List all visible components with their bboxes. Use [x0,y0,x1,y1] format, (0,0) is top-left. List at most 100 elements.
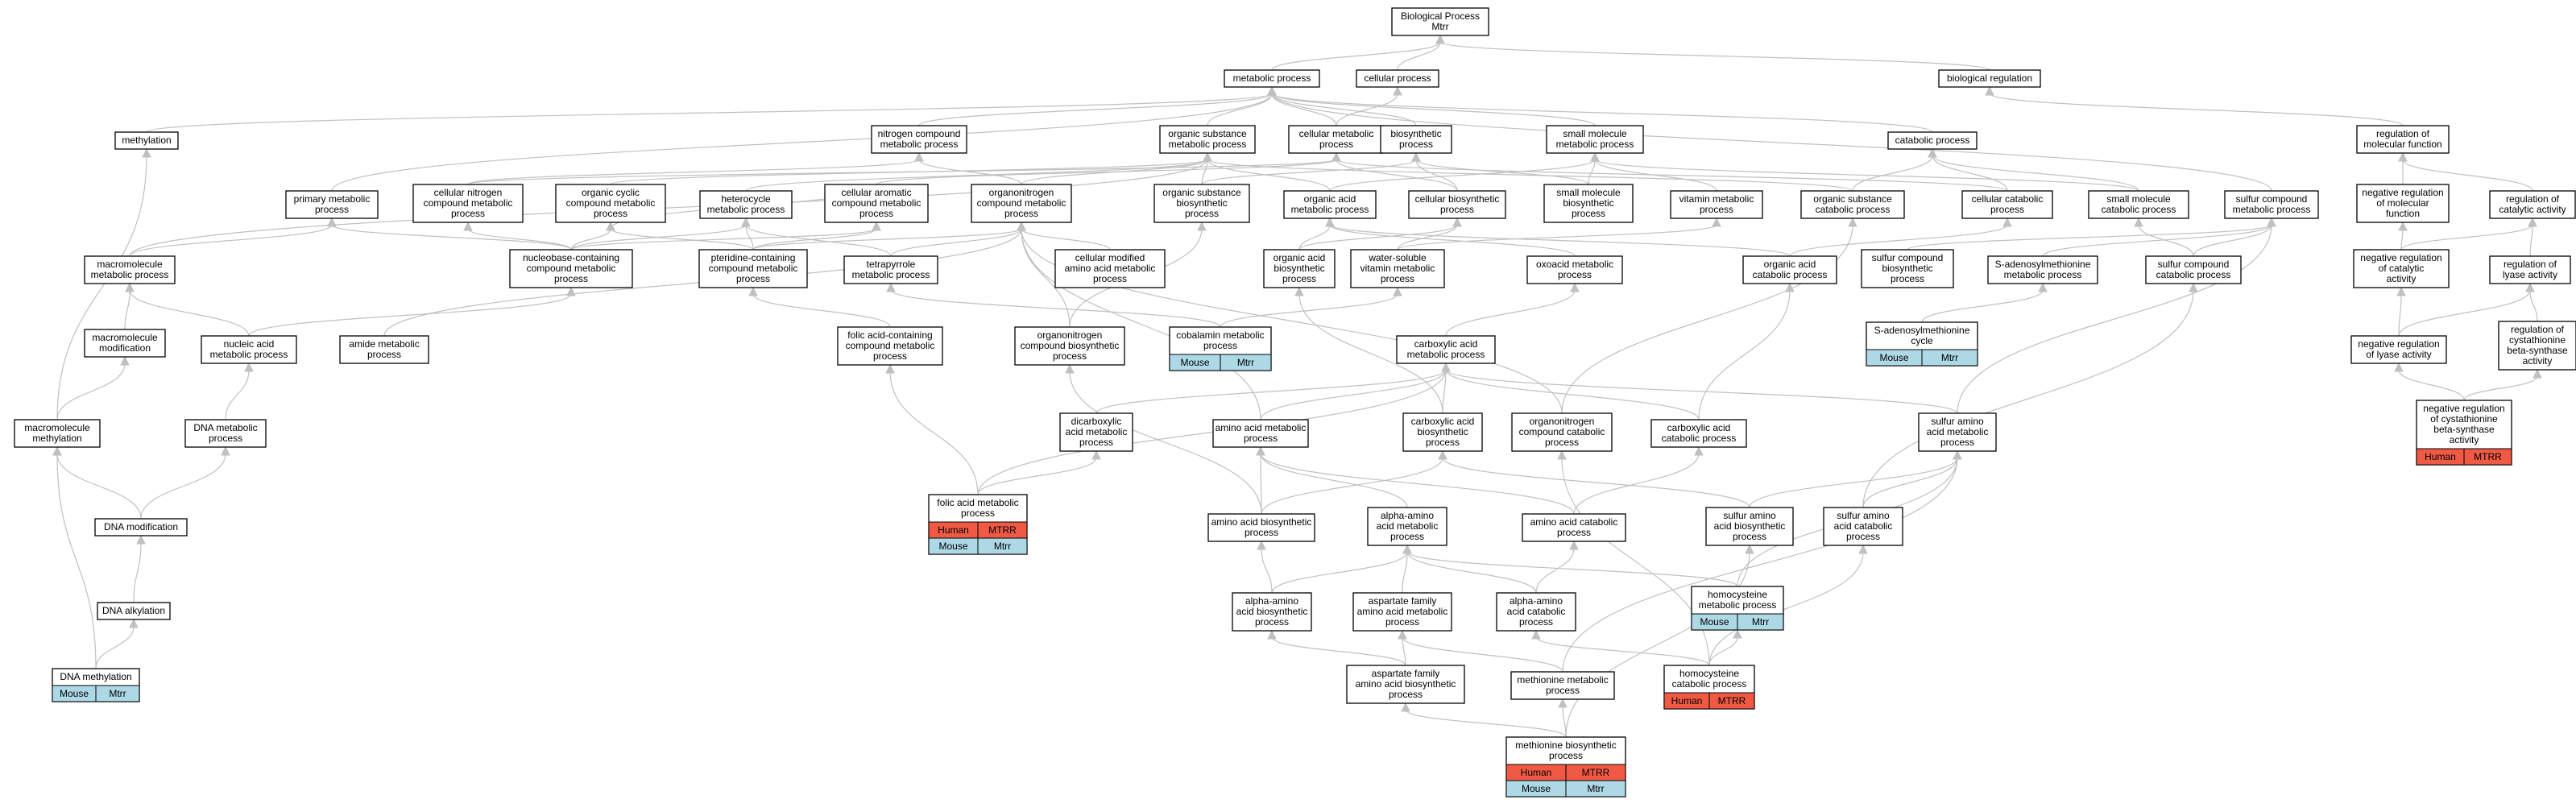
go-node-regcbs[interactable]: regulation ofcystathioninebeta-synthasea… [2498,321,2576,371]
node-label: acid metabolic [1377,520,1439,532]
edge-pteridine-to-orgcyclic [610,228,754,251]
edge-carboxmet-to-oxoacid [1445,289,1576,337]
go-node-methylation[interactable]: methylation [114,131,179,150]
arrowhead [327,217,337,227]
node-box [1380,125,1452,154]
arrowhead [244,362,254,372]
go-node-dnaalk[interactable]: DNA alkylation [97,602,171,620]
gene-label: Mtrr [994,541,1011,552]
edge-biosyn-to-metabolic [1271,93,1417,126]
node-box [1987,255,2098,284]
edge-homocyscat-to-organonitrocat [1561,457,1710,666]
go-node-metabolic[interactable]: metabolic process [1224,69,1320,88]
node-label: process [554,273,588,284]
edge-cellcat-to-catabolic [1932,155,2008,192]
arrowhead [1569,540,1579,550]
arrowhead [606,221,615,231]
node-label: biosynthetic [1176,197,1227,209]
go-node-cellular[interactable]: cellular process [1356,69,1439,88]
go-node-catabolic[interactable]: catabolic process [1887,131,1978,150]
node-label: process [1558,269,1592,280]
arrowhead [52,445,62,456]
arrowhead [142,147,151,158]
go-node-bioreg[interactable]: biological regulation [1938,69,2041,88]
go-node-dnamod[interactable]: DNA modification [94,518,188,536]
node-label: metabolic process [880,139,959,150]
node-box [698,249,808,288]
node-label: DNA alkylation [102,605,165,616]
